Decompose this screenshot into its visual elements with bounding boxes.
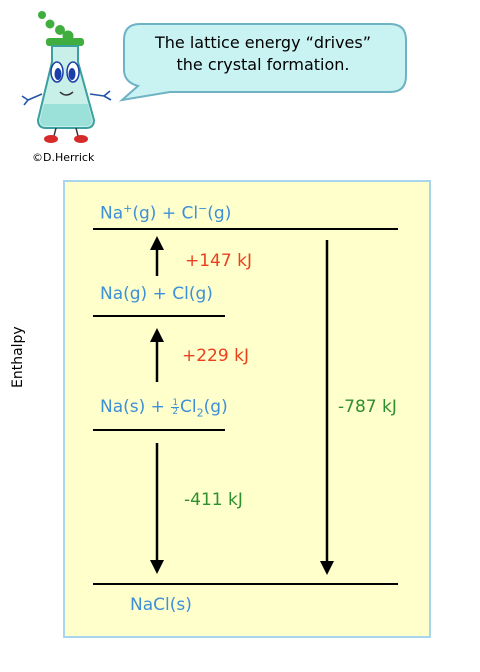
flask-mascot-image <box>21 11 112 143</box>
arrow-atomization-up <box>150 328 164 382</box>
speech-bubble <box>118 23 407 102</box>
level-line-elements <box>93 429 225 431</box>
level-line-nacl-solid <box>93 583 398 585</box>
formation-energy-value: -411 kJ <box>184 490 243 510</box>
state-gaseous-ions: Na+(g) + Cl−(g) <box>100 202 232 224</box>
bubble-line-2: the crystal formation. <box>176 55 350 74</box>
arrow-lattice-down <box>320 240 334 575</box>
level-line-gaseous-ions <box>93 228 398 230</box>
arrow-formation-down <box>150 443 164 574</box>
state-nacl-solid: NaCl(s) <box>130 595 192 615</box>
arrow-ionization-up <box>150 236 164 276</box>
energy-diagram-panel <box>63 180 431 638</box>
atomization-energy-value: +229 kJ <box>182 346 249 366</box>
lattice-energy-value: -787 kJ <box>338 397 397 417</box>
state-gaseous-atoms: Na(g) + Cl(g) <box>100 284 213 304</box>
ionization-energy-value: +147 kJ <box>185 251 252 271</box>
level-line-gaseous-atoms <box>93 315 225 317</box>
copyright-credit: ©D.Herrick <box>32 151 95 164</box>
bubble-line-1: The lattice energy “drives” <box>154 33 372 52</box>
speech-bubble-text: The lattice energy “drives” the crystal … <box>128 32 398 76</box>
